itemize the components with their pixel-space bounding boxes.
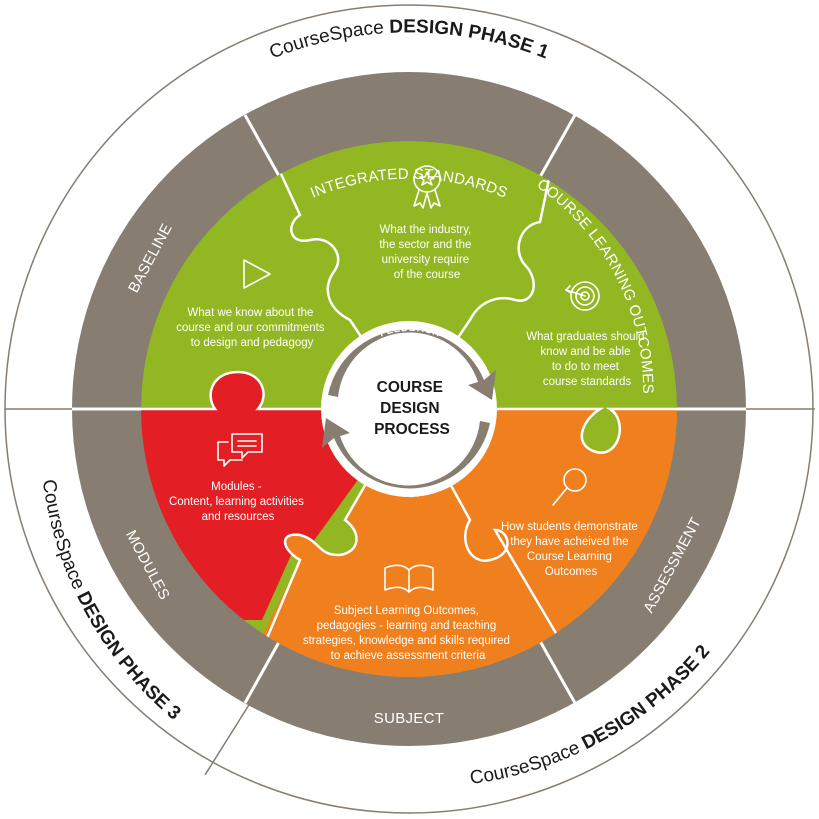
course-learning-outcomes-description: What graduates should know and be able t… xyxy=(526,331,647,388)
center-title: COURSE DESIGN PROCESS xyxy=(374,379,450,438)
center-line: COURSE xyxy=(377,379,443,396)
ring-label-subject: SUBJECT xyxy=(374,710,444,727)
magnifier-icon xyxy=(552,468,587,506)
center-line: PROCESS xyxy=(374,421,450,438)
svg-text:FEEDBACK: FEEDBACK xyxy=(378,323,442,340)
target-icon xyxy=(565,281,600,311)
modules-description: Modules - Content, learning activities a… xyxy=(169,481,307,523)
assessment-description: How students demonstrate they have achei… xyxy=(501,521,641,578)
svg-text:SUBJECT: SUBJECT xyxy=(374,710,444,727)
integrated-standards-description: What the industry, the sector and the un… xyxy=(379,224,474,281)
subject-description: Subject Learning Outcomes, pedagogies - … xyxy=(303,605,513,662)
award-icon xyxy=(413,165,441,209)
baseline-description: What we know about the course and our co… xyxy=(176,307,328,349)
play-icon xyxy=(243,259,271,289)
feedback-arrow-bottom xyxy=(322,418,490,489)
center-circle xyxy=(345,345,473,473)
feedback-arrow-top xyxy=(328,329,496,400)
chat-icon xyxy=(217,433,263,467)
feedback-label-top: FEEDBACK xyxy=(378,323,441,340)
feedback-label-bottom: FEEDBACK xyxy=(380,484,440,500)
book-icon xyxy=(384,564,434,593)
center-line: DESIGN xyxy=(380,400,439,417)
svg-text:FEEDBACK: FEEDBACK xyxy=(380,484,441,500)
phase-divider-bottom xyxy=(204,699,253,776)
